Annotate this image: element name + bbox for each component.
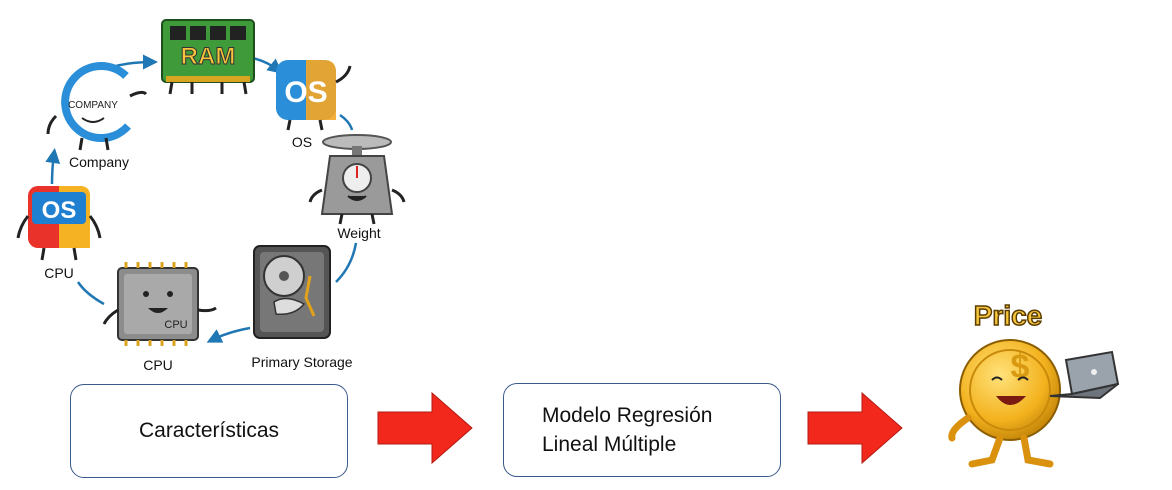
weight-label: Weight (337, 225, 380, 241)
cpu-chip-label: CPU (143, 357, 173, 373)
ram-badge: RAM (181, 43, 236, 70)
os-left-node: OS (16, 186, 102, 261)
svg-text:$: $ (1011, 348, 1030, 386)
model-box: Modelo Regresión Lineal Múltiple (503, 383, 781, 477)
ram-module-icon: RAM (161, 19, 255, 83)
flow-arrow-1 (377, 391, 473, 465)
features-box: Características (70, 384, 348, 478)
ram-node: RAM (161, 19, 255, 95)
os-right-label: OS (292, 134, 312, 150)
storage-label: Primary Storage (251, 354, 352, 370)
features-label: Características (138, 419, 280, 443)
os-left-label: CPU (44, 265, 74, 281)
arrow-weight-to-storage (335, 242, 358, 283)
arrow-storage-to-cpu (206, 326, 251, 343)
os-left-badge: OS (42, 197, 77, 224)
company-label: Company (69, 154, 129, 170)
os-right-node: OS (276, 60, 352, 131)
arrow-os-to-weight (339, 113, 354, 131)
cycle-arrows (45, 54, 358, 343)
arrow-ram-to-os (252, 56, 283, 74)
model-label-line2: Lineal Múltiple (542, 433, 677, 456)
os-right-badge: OS (284, 76, 327, 109)
hard-drive-icon (253, 245, 331, 339)
flow-arrow-2 (807, 391, 903, 465)
cpu-chip-icon: CPU (117, 267, 199, 341)
os-logo-icon-left: OS (28, 186, 90, 248)
company-logo-icon: COMPANY (61, 62, 131, 143)
os-logo-icon: OS (276, 60, 336, 120)
weighing-scale-icon (320, 134, 394, 215)
price-output-node: Price $ (948, 299, 1120, 468)
model-label-line1: Modelo Regresión (542, 403, 713, 427)
weight-node (308, 134, 406, 225)
coin-mascot-icon: $ (948, 339, 1061, 468)
company-node: COMPANY (46, 62, 148, 151)
company-badge: COMPANY (68, 100, 118, 111)
price-badge: Price (974, 300, 1043, 331)
cpu-chip-node: CPU (102, 262, 217, 346)
arrow-osleft-to-company (45, 148, 61, 185)
storage-node (253, 245, 331, 339)
model-label: Modelo Regresión Lineal Múltiple (542, 401, 712, 460)
cpu-chip-badge: CPU (164, 319, 187, 331)
laptop-icon (1049, 350, 1120, 400)
arrow-cpu-to-osleft (76, 281, 105, 306)
